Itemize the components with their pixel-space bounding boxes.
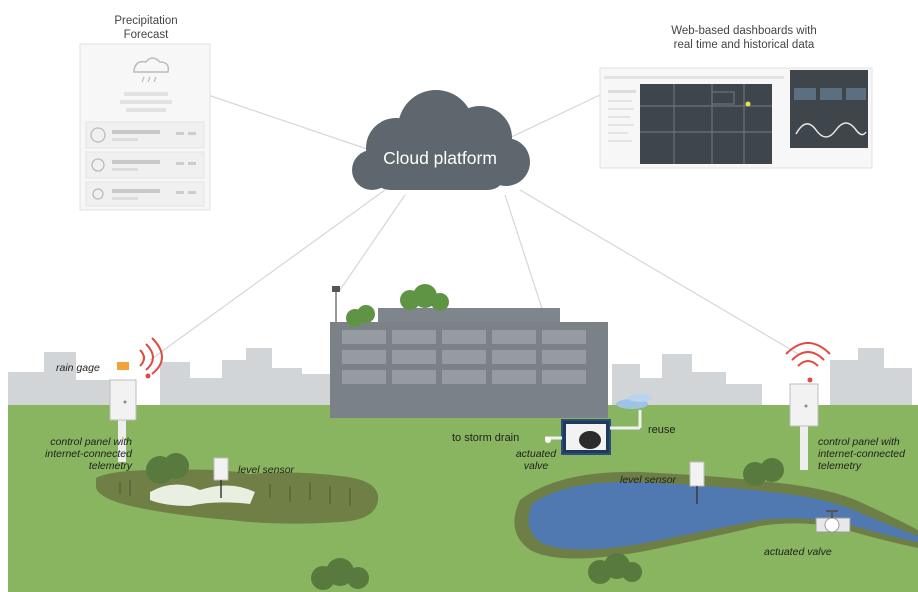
rain-cloud-icon bbox=[133, 57, 170, 73]
connector-forecast bbox=[207, 94, 371, 151]
left-control-panel-label: control panel with internet-connected te… bbox=[22, 436, 132, 472]
dashboard-trend bbox=[790, 112, 868, 148]
right-wifi-icon bbox=[785, 342, 831, 367]
city-skyline bbox=[8, 348, 912, 408]
forecast-title: Precipitation Forecast bbox=[86, 14, 206, 42]
left-control-panel bbox=[109, 362, 151, 462]
rain-drops-icon bbox=[141, 76, 157, 83]
left-control-panel-line3: telemetry bbox=[88, 460, 132, 472]
cistern-box bbox=[545, 410, 642, 455]
connector-left-panel bbox=[149, 189, 386, 361]
right-actuated-valve-label: actuated valve bbox=[764, 546, 832, 558]
right-level-sensor-label: level sensor bbox=[620, 474, 677, 486]
forecast-card bbox=[79, 43, 211, 211]
right-control-panel-line2: internet-connected bbox=[818, 448, 905, 460]
sun-cloud-icon bbox=[91, 158, 105, 172]
dashboards-title: Web-based dashboards with real time and … bbox=[642, 24, 846, 52]
reuse-label: reuse bbox=[648, 424, 676, 436]
left-control-panel-line2: internet-connected bbox=[45, 448, 132, 460]
forecast-title-line1: Precipitation bbox=[114, 15, 178, 27]
sun-icon bbox=[92, 188, 104, 200]
dashboards-title-line2: real time and historical data bbox=[673, 39, 815, 51]
center-valve-line1: actuated bbox=[515, 448, 557, 460]
connector-right-panel bbox=[519, 189, 801, 356]
right-control-panel bbox=[789, 377, 819, 470]
rain-gage-label: rain gage bbox=[56, 362, 100, 374]
connector-dashboard bbox=[504, 94, 601, 141]
left-level-sensor-label: level sensor bbox=[238, 464, 295, 476]
dashboard-screenshot bbox=[599, 67, 873, 169]
bushes bbox=[146, 453, 784, 590]
cloudy-icon bbox=[90, 127, 106, 143]
right-actuated-valve bbox=[815, 510, 851, 533]
center-valve-line2: valve bbox=[523, 460, 549, 472]
right-control-panel-line3: telemetry bbox=[818, 460, 862, 472]
left-wetland bbox=[96, 469, 379, 524]
right-control-panel-line1: control panel with bbox=[818, 436, 900, 448]
right-pond bbox=[514, 471, 918, 559]
storm-drain-label: to storm drain bbox=[452, 432, 520, 444]
cloud-platform-label: Cloud platform bbox=[383, 148, 497, 168]
right-level-sensor bbox=[689, 461, 705, 504]
forecast-title-line2: Forecast bbox=[123, 29, 169, 41]
dashboard-map bbox=[640, 84, 772, 164]
left-control-panel-line1: control panel with bbox=[50, 436, 132, 448]
left-wifi-icon bbox=[139, 337, 163, 375]
left-level-sensor bbox=[213, 457, 229, 498]
connector-building bbox=[339, 194, 406, 291]
building bbox=[330, 284, 608, 418]
cloud-platform-shape bbox=[352, 90, 530, 190]
reuse-sprinkler-icon bbox=[616, 394, 652, 409]
center-valve-label: actuated valve bbox=[508, 448, 564, 472]
dashboards-title-line1: Web-based dashboards with bbox=[671, 25, 817, 37]
right-control-panel-label: control panel with internet-connected te… bbox=[818, 436, 916, 472]
